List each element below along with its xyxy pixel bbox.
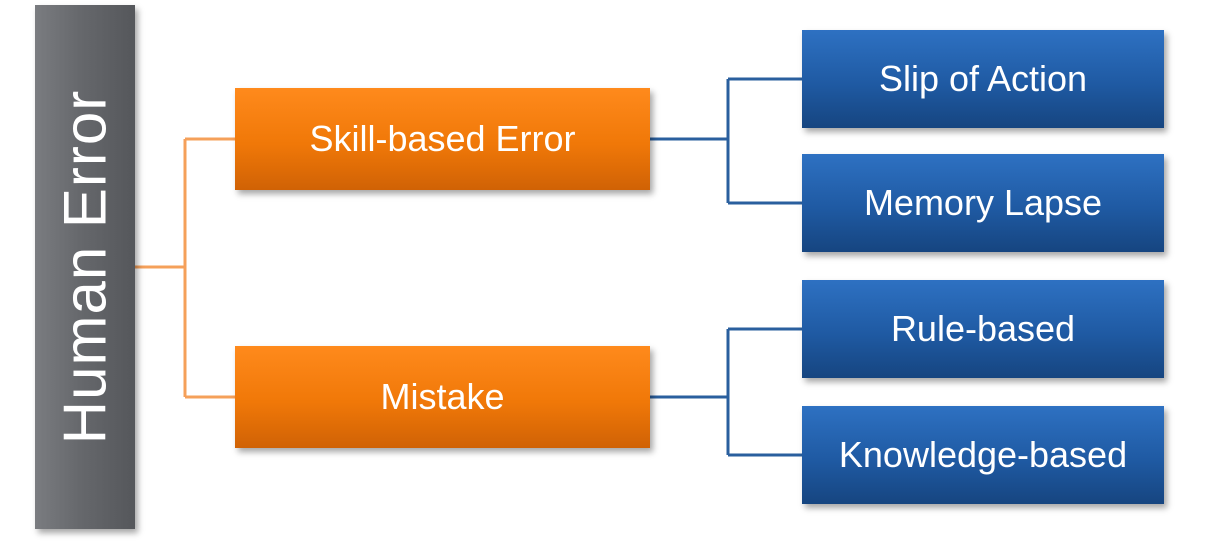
branch-node-skill-based-error: Skill-based Error (235, 88, 650, 190)
root-node-label: Human Error (51, 89, 119, 445)
leaf-node-label: Slip of Action (878, 58, 1088, 99)
leaf-node-knowledge-based: Knowledge-based (802, 406, 1164, 504)
skill-branch-connector (650, 77, 802, 205)
leaf-node-rule-based: Rule-based (802, 280, 1164, 378)
leaf-node-memory-lapse: Memory Lapse (802, 154, 1164, 252)
branch-node-label: Skill-based Error (309, 118, 576, 159)
leaf-node-label: Rule-based (890, 308, 1076, 349)
root-branch-connector (135, 137, 235, 399)
leaf-node-slip-of-action: Slip of Action (802, 30, 1164, 128)
leaf-node-label: Knowledge-based (838, 434, 1128, 475)
mistake-branch-connector (650, 327, 802, 457)
leaf-node-label: Memory Lapse (863, 182, 1103, 223)
branch-node-label: Mistake (380, 376, 505, 417)
root-node-human-error: Human Error (35, 5, 135, 529)
branch-node-mistake: Mistake (235, 346, 650, 448)
